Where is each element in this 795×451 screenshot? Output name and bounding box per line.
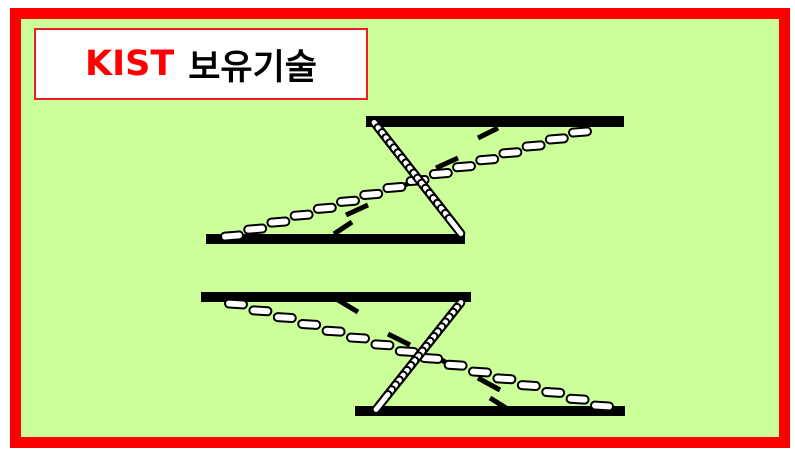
spring-coil [568, 126, 592, 138]
spring-coil [452, 161, 476, 173]
bottom-link-5 [488, 395, 508, 411]
spring-coil [321, 325, 346, 337]
top-link-2 [434, 155, 460, 171]
spring-coil [541, 386, 566, 398]
spring-coil [516, 380, 541, 392]
spring-coil [521, 140, 546, 152]
spring-coil [266, 216, 291, 228]
bottom-long-spring [224, 298, 614, 412]
title-brand: KIST [84, 44, 175, 84]
spring-coil [371, 390, 393, 414]
top-link-4 [344, 202, 370, 218]
spring-coil [544, 133, 569, 145]
spring-coil [243, 223, 268, 235]
bottom-link-1 [336, 297, 360, 315]
spring-coil [272, 312, 297, 324]
spring-coil [336, 195, 360, 207]
bottom-cross-spring [371, 298, 466, 414]
top-link-1 [476, 125, 500, 141]
bottom-mechanism-upper-bar [201, 292, 471, 302]
spring-coil [224, 298, 248, 310]
spring-coil [370, 339, 395, 351]
bottom-mechanism-lower-bar [355, 406, 625, 416]
spring-coil [220, 230, 244, 242]
spring-coil [590, 400, 614, 412]
spring-coil [498, 147, 523, 159]
title-text: 보유기술 [188, 47, 318, 88]
spring-coil [475, 154, 500, 166]
bottom-link-2 [386, 331, 412, 348]
bottom-link-4 [476, 375, 502, 393]
spring-coil [382, 181, 407, 194]
title-box: KIST 보유기술 [34, 28, 368, 100]
top-cross-spring [369, 118, 466, 238]
spring-coil [565, 393, 590, 405]
top-mechanism-lower-bar [206, 234, 465, 244]
spring-coil [289, 209, 314, 221]
top-mechanism-upper-bar [366, 116, 624, 127]
spring-coil [248, 305, 273, 317]
spring-coil [359, 188, 384, 200]
spring-coil [312, 202, 337, 214]
spring-coil [468, 366, 492, 378]
spring-coil [297, 318, 322, 330]
spring-coil [428, 168, 453, 180]
spring-coil [443, 359, 468, 371]
spring-coil [346, 332, 370, 344]
top-link-5 [332, 219, 354, 237]
spring-coil [444, 214, 466, 238]
spring-coil [492, 373, 517, 385]
